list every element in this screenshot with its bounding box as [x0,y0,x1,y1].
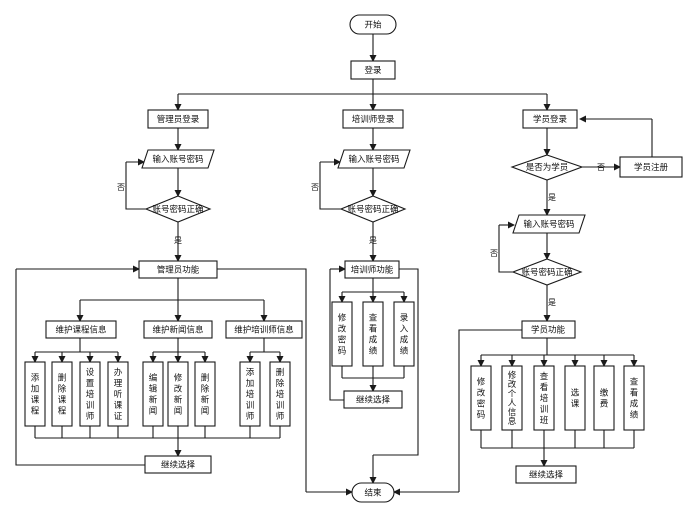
svg-text:继续选择: 继续选择 [529,470,564,480]
student-op-label: 查看培训班 [540,371,549,425]
student-op-2: 修改个人信息 [501,365,523,431]
yes-label: 是 [369,236,377,245]
svg-text:继续选择: 继续选择 [356,395,391,405]
svg-text:管理员登录: 管理员登录 [157,114,200,124]
news-op-label: 修改新闻 [174,373,183,416]
is-student-decision: 是否为学员 [510,154,584,181]
student-op-6: 查看成绩 [623,365,645,431]
student-check-decision: 账号密码正确 [511,258,583,286]
student-op-label: 缴费 [600,388,609,409]
trainer-continue-node: 继续选择 [343,390,403,409]
svg-text:维护培训师信息: 维护培训师信息 [234,325,294,335]
yes-label: 是 [174,236,182,245]
trainer-input-node: 输入账号密码 [337,149,411,169]
svg-text:维护课程信息: 维护课程信息 [55,325,107,335]
no-label: 否 [490,249,498,258]
student-continue-node: 继续选择 [515,465,577,484]
news-op-2: 修改新闻 [167,361,189,427]
svg-text:继续选择: 继续选择 [161,460,196,470]
student-op-label: 查看成绩 [630,377,639,420]
svg-text:是否为学员: 是否为学员 [526,162,569,172]
admin-check-decision: 账号密码正确 [144,195,212,223]
no-label: 否 [597,163,605,172]
trainer-maint-op-2: 删除培训师 [269,361,291,427]
svg-text:输入账号密码: 输入账号密码 [348,154,399,164]
svg-text:学员功能: 学员功能 [531,325,566,335]
student-op-4: 选课 [564,365,586,431]
svg-text:输入账号密码: 输入账号密码 [523,219,574,229]
svg-text:输入账号密码: 输入账号密码 [152,154,203,164]
trainer-func-node: 培训师功能 [344,260,400,279]
start-node: 开始 [349,14,397,35]
login-node: 登录 [350,60,396,80]
student-input-node: 输入账号密码 [512,214,586,234]
svg-text:培训师登录: 培训师登录 [352,114,395,124]
admin-continue-node: 继续选择 [144,455,212,474]
connectors [15,34,653,496]
svg-text:登录: 登录 [364,65,382,75]
trainer-maint-op-label: 添加培训师 [246,367,255,421]
news-op-label: 编辑新闻 [149,373,158,416]
no-label: 否 [311,183,319,192]
admin-func-node: 管理员功能 [138,260,218,279]
trainer-func-op-label: 修改密码 [338,313,347,356]
svg-text:账号密码正确: 账号密码正确 [347,204,398,214]
course-op-4: 办理听课证 [107,361,129,427]
course-op-label: 添加课程 [31,373,40,416]
svg-text:学员登录: 学员登录 [533,114,568,124]
svg-text:结束: 结束 [364,488,382,498]
no-label: 否 [117,183,125,192]
student-op-label: 选课 [571,388,580,409]
student-register-node: 学员注册 [619,156,683,178]
admin-input-node: 输入账号密码 [141,149,215,169]
yes-label: 是 [548,298,556,307]
course-op-label: 设置培训师 [86,367,95,421]
maintain-course-node: 维护课程信息 [45,320,117,339]
course-op-label: 删除课程 [58,373,67,416]
student-op-1: 修改密码 [470,365,492,431]
maintain-trainer-node: 维护培训师信息 [225,320,303,339]
news-op-label: 删除新闻 [201,373,210,416]
admin-login-node: 管理员登录 [147,109,209,129]
svg-text:学员注册: 学员注册 [634,162,669,172]
student-op-label: 修改个人信息 [508,370,517,426]
trainer-check-decision: 账号密码正确 [339,195,407,223]
student-op-label: 修改密码 [477,377,486,420]
trainer-func-op-2: 查看成绩 [362,301,384,367]
course-op-3: 设置培训师 [79,361,101,427]
trainer-func-op-3: 录入成绩 [393,301,415,367]
news-op-1: 编辑新闻 [142,361,164,427]
trainer-func-op-label: 录入成绩 [400,313,409,356]
svg-text:开始: 开始 [364,20,382,30]
news-op-3: 删除新闻 [194,361,216,427]
operation-boxes: 添加课程 删除课程 设置培训师 办理听课证 编辑新闻 修改新闻 删除新闻 添加培训师 删除培训师… [24,301,645,431]
course-op-label: 办理听课证 [114,367,123,421]
end-node: 结束 [351,482,395,503]
trainer-func-op-1: 修改密码 [331,301,353,367]
course-op-2: 删除课程 [51,361,73,427]
student-func-node: 学员功能 [521,320,576,339]
trainer-func-op-label: 查看成绩 [369,313,378,356]
course-op-1: 添加课程 [24,361,46,427]
svg-text:账号密码正确: 账号密码正确 [521,267,572,277]
trainer-login-node: 培训师登录 [342,109,404,129]
trainer-maint-op-1: 添加培训师 [239,361,261,427]
student-op-3: 查看培训班 [533,365,555,431]
student-login-node: 学员登录 [522,109,578,129]
maintain-news-node: 维护新闻信息 [143,320,213,339]
svg-text:账号密码正确: 账号密码正确 [152,204,203,214]
trainer-maint-op-label: 删除培训师 [276,367,285,421]
edge-labels: 否 是 否 是 否 是 否 是 [117,163,605,307]
student-op-5: 缴费 [593,365,615,431]
svg-text:培训师功能: 培训师功能 [351,265,394,275]
svg-text:维护新闻信息: 维护新闻信息 [152,325,204,335]
yes-label: 是 [548,193,556,202]
svg-text:管理员功能: 管理员功能 [157,265,200,275]
